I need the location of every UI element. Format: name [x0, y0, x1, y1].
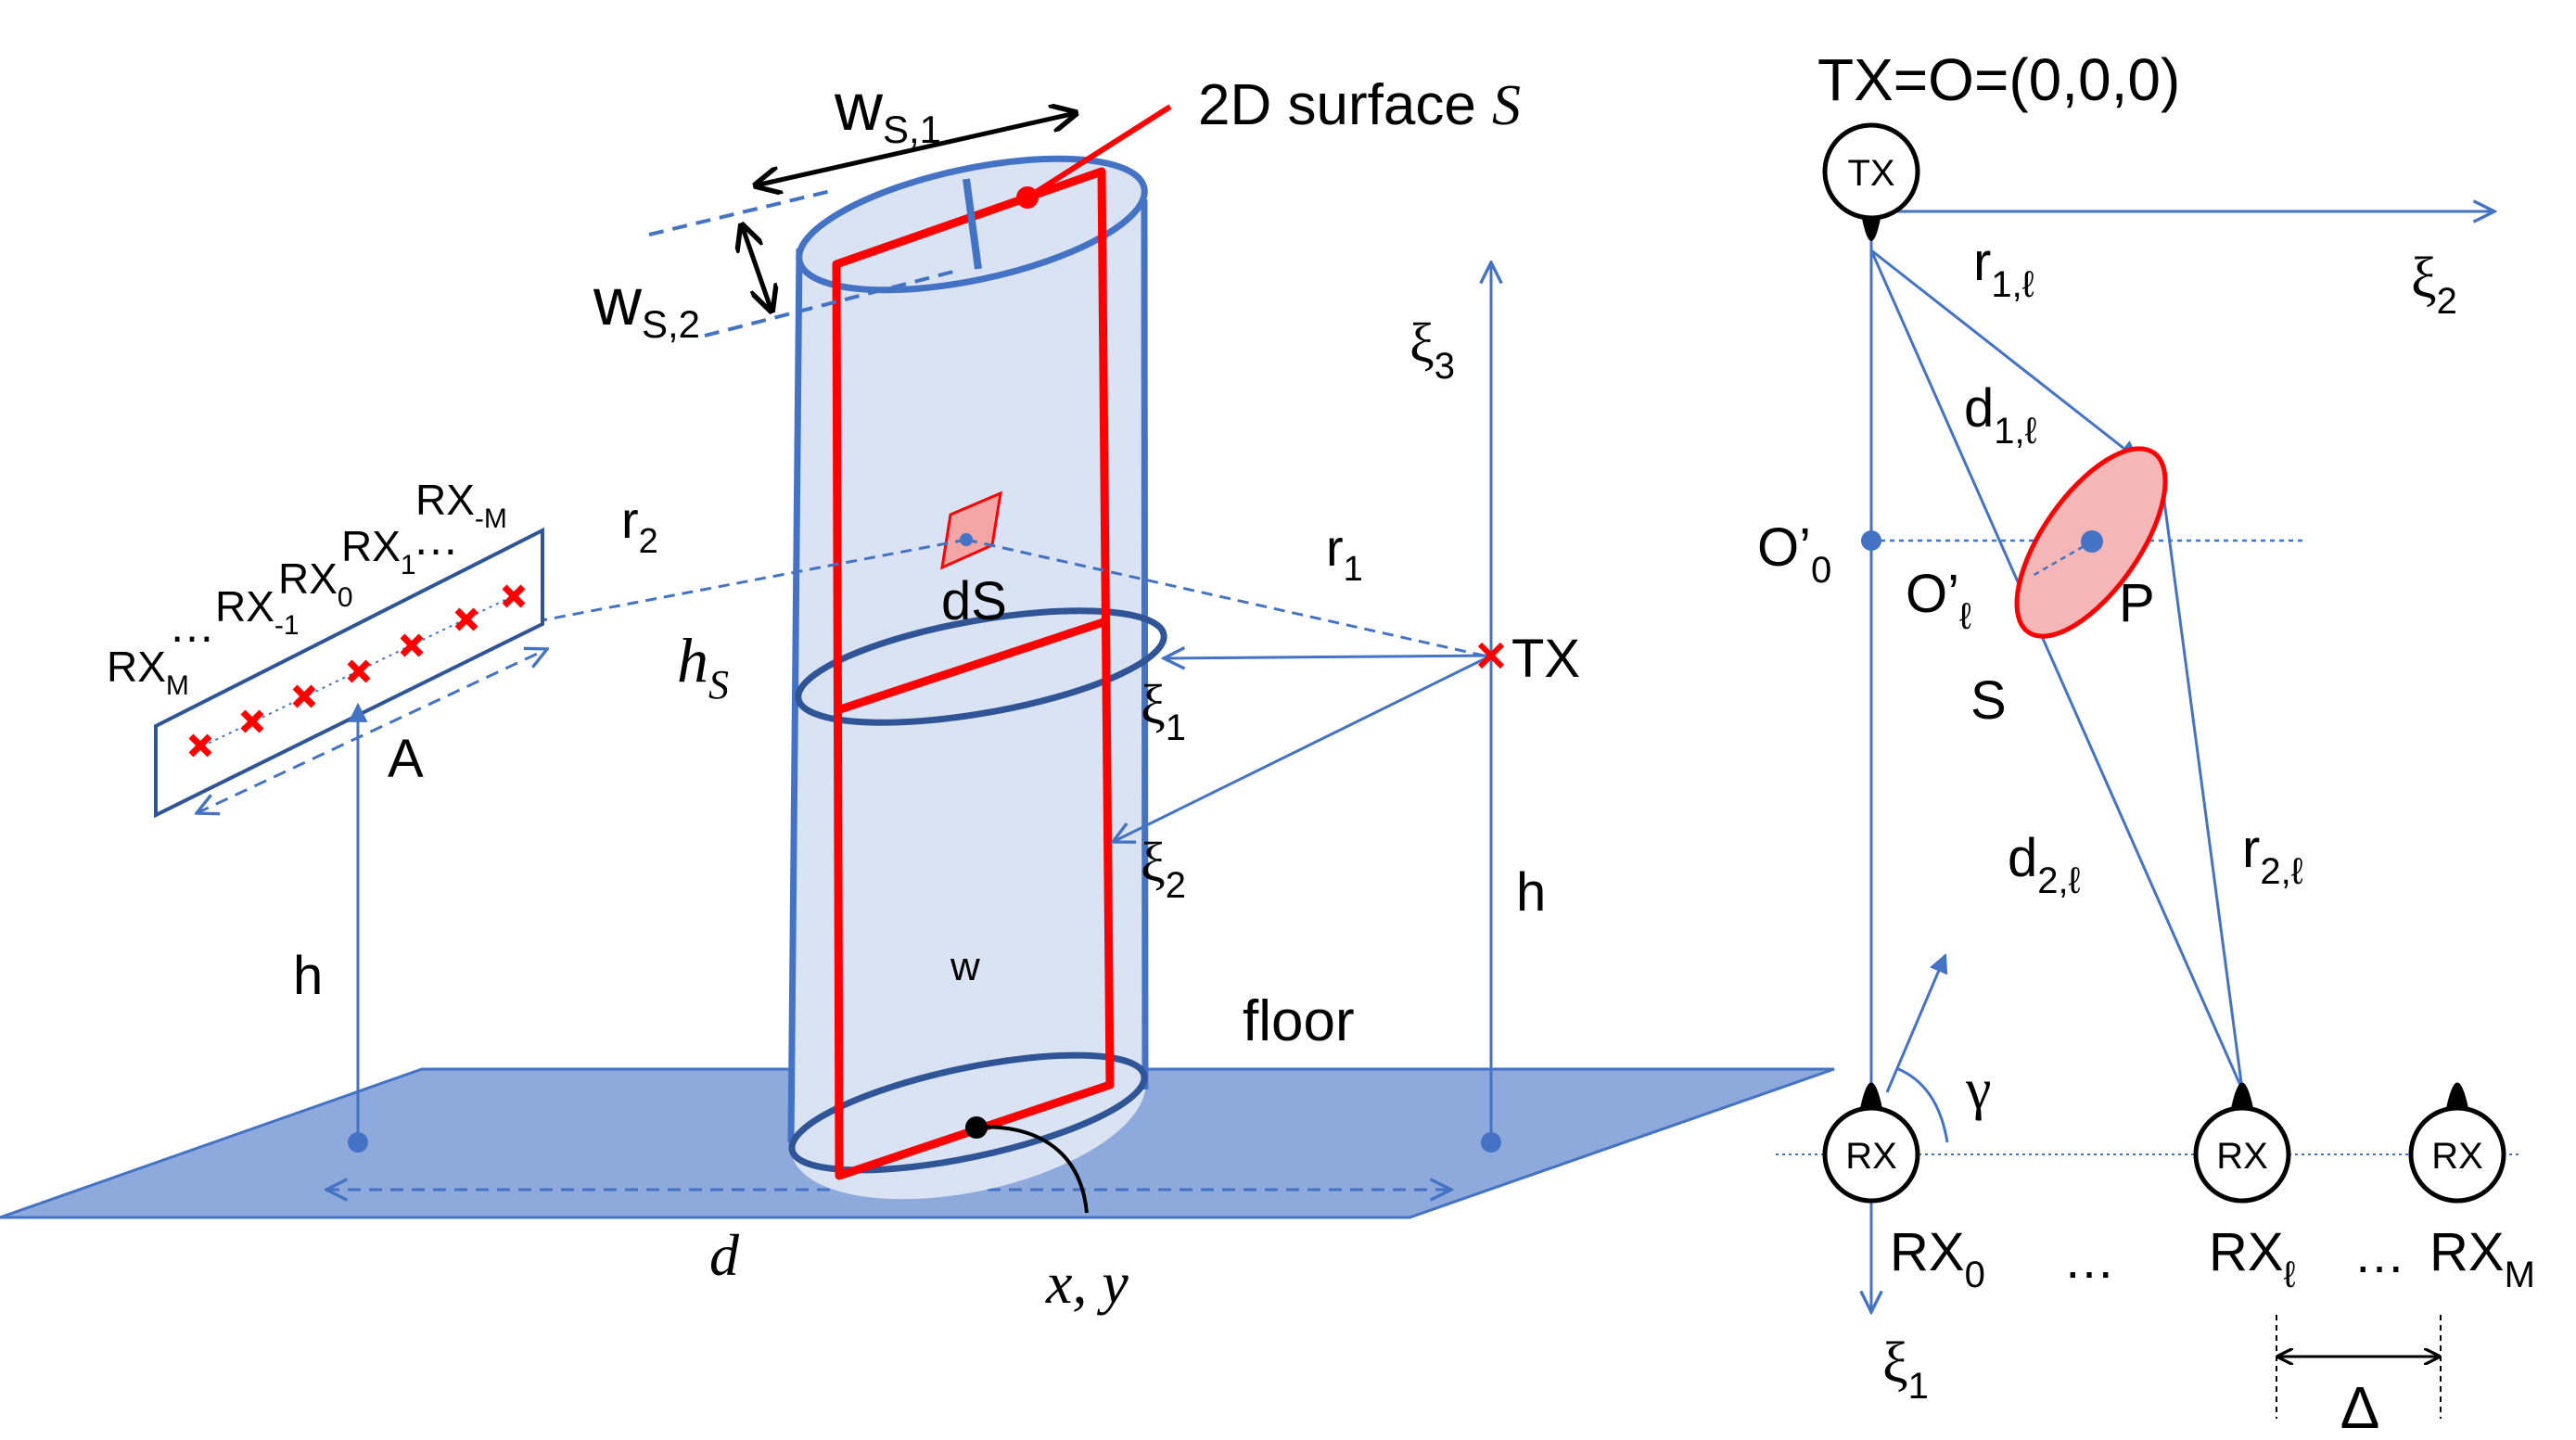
- dots-label: …: [2063, 1230, 2115, 1289]
- d2l-label: d2,ℓ: [2008, 828, 2081, 901]
- ws1-arrow: [756, 113, 1076, 185]
- tx-label: TX: [1511, 629, 1580, 689]
- r2l-label: r2,ℓ: [2242, 819, 2303, 892]
- rxl-antenna-icon: [2230, 1082, 2254, 1113]
- rxM-antenna-icon: [2445, 1082, 2469, 1113]
- d2-path: [1869, 249, 2244, 1090]
- S-label: S: [1970, 670, 2007, 731]
- rxM-node-label: RX: [2431, 1136, 2483, 1177]
- surface-S-outline: [832, 167, 1115, 1180]
- o0-label: O’0: [1757, 517, 1831, 591]
- right-panel: TX RX RX RX TX=O=(0,0,0) r1,ℓ ξ2 d1,ℓ O’…: [1757, 46, 2535, 1440]
- rxM-node-icon: [2408, 1105, 2506, 1204]
- ws2-guide-bottom: [704, 270, 954, 338]
- ws2-arrow: [742, 225, 772, 311]
- hS-label: hS: [677, 625, 729, 707]
- surface-S-mid-line: [835, 617, 1108, 715]
- o-ell-point: [2081, 530, 2103, 553]
- h-right-label: h: [1516, 862, 1546, 923]
- rxM-label: RXM: [2429, 1222, 2535, 1295]
- rx-0-label: RX0: [278, 554, 353, 613]
- rx-element-M: [188, 733, 212, 758]
- cylinder-right-edge: [1141, 198, 1149, 1090]
- xi2-label: ξ2: [1141, 832, 1186, 906]
- rx-1-label: RX1: [341, 522, 416, 580]
- tx-node-label: TX: [1847, 153, 1894, 194]
- surface-label: 2D surface S: [1198, 73, 1521, 137]
- xi1-axis-left: [1164, 656, 1492, 658]
- r2-label: r2: [621, 491, 658, 561]
- dots-label: …: [413, 513, 459, 565]
- rx0-node-icon: [1822, 1105, 1920, 1204]
- rx-element: [292, 684, 316, 708]
- xy-pointer: [976, 1125, 1089, 1214]
- rx-element-neg-M: [502, 584, 526, 608]
- xi3-label: ξ3: [1409, 312, 1455, 387]
- gamma-label: γ: [1965, 1058, 1991, 1121]
- rx-element: [240, 709, 264, 733]
- dots-label: …: [169, 600, 215, 652]
- gamma-arc: [1895, 1066, 1949, 1143]
- rx-element-0: [347, 659, 371, 683]
- r1-label: r1: [1326, 518, 1363, 589]
- ws2-guide-top: [648, 188, 835, 236]
- cylinder-body: [790, 199, 1145, 1200]
- rx-neg-M-label: RX-M: [415, 476, 507, 534]
- tx-node-icon: [1822, 122, 1920, 221]
- d1-path: [1870, 248, 2139, 461]
- o-ell-dash: [2030, 540, 2093, 579]
- P-label: P: [2119, 573, 2155, 633]
- o-ell-label: O’ℓ: [1906, 564, 1971, 637]
- rx0-node-label: RX: [1845, 1136, 1897, 1177]
- xi2-right-label: ξ2: [2411, 247, 2457, 322]
- floor-label: floor: [1243, 989, 1355, 1053]
- left-panel: 2D surface S wS,1 wS,2 ξ3 RX-M … RX1 RX0…: [0, 70, 1835, 1316]
- rx-m1-label: RX-1: [215, 582, 300, 641]
- xi1-right-label: ξ1: [1882, 1332, 1929, 1407]
- delta-label: Δ: [2340, 1374, 2380, 1440]
- rxl-node-label: RX: [2216, 1136, 2268, 1177]
- d1l-label: d1,ℓ: [1964, 378, 2037, 452]
- xy-label: x, y: [1045, 1250, 1129, 1316]
- w-label: w: [950, 944, 980, 989]
- d-label: d: [709, 1222, 740, 1288]
- ws2-label: wS,2: [593, 265, 700, 346]
- rxl-node-icon: [2193, 1105, 2291, 1204]
- rx-array-axis: [197, 649, 547, 813]
- rx-element: [400, 633, 424, 657]
- rx0-antenna-icon: [1859, 1082, 1883, 1113]
- rx-array-panel: [154, 527, 544, 819]
- rx0-label: RX0: [1890, 1222, 1985, 1295]
- rx-element: [454, 607, 478, 631]
- r1l-label: r1,ℓ: [1973, 232, 2034, 305]
- A-label: A: [388, 729, 424, 789]
- ws1-label: wS,1: [834, 70, 941, 151]
- dS-label: dS: [941, 571, 1007, 631]
- h-left-label: h: [293, 946, 323, 1006]
- o0-point: [1861, 530, 1881, 551]
- xi2-axis-left: [1113, 654, 1492, 842]
- tx-floor-point: [1481, 1132, 1501, 1153]
- surface-pointer-dot: [1016, 186, 1039, 209]
- dots-label: …: [2353, 1225, 2405, 1283]
- tx-marker: [1477, 642, 1505, 669]
- cylinder-bottom-ellipse: [788, 1051, 1148, 1174]
- r2-path: [2159, 472, 2244, 1090]
- gamma-arrow: [1885, 953, 1948, 1093]
- rx-elements: [188, 584, 526, 758]
- r1-ray: [965, 538, 1485, 657]
- array-floor-point: [348, 1132, 368, 1153]
- xi1-label: ξ1: [1141, 674, 1186, 748]
- rxl-label: RXℓ: [2209, 1222, 2296, 1295]
- tx-origin-label: TX=O=(0,0,0): [1817, 46, 2180, 113]
- rx-M-label: RXM: [107, 643, 189, 701]
- cylinder-mid-ellipse: [795, 607, 1167, 726]
